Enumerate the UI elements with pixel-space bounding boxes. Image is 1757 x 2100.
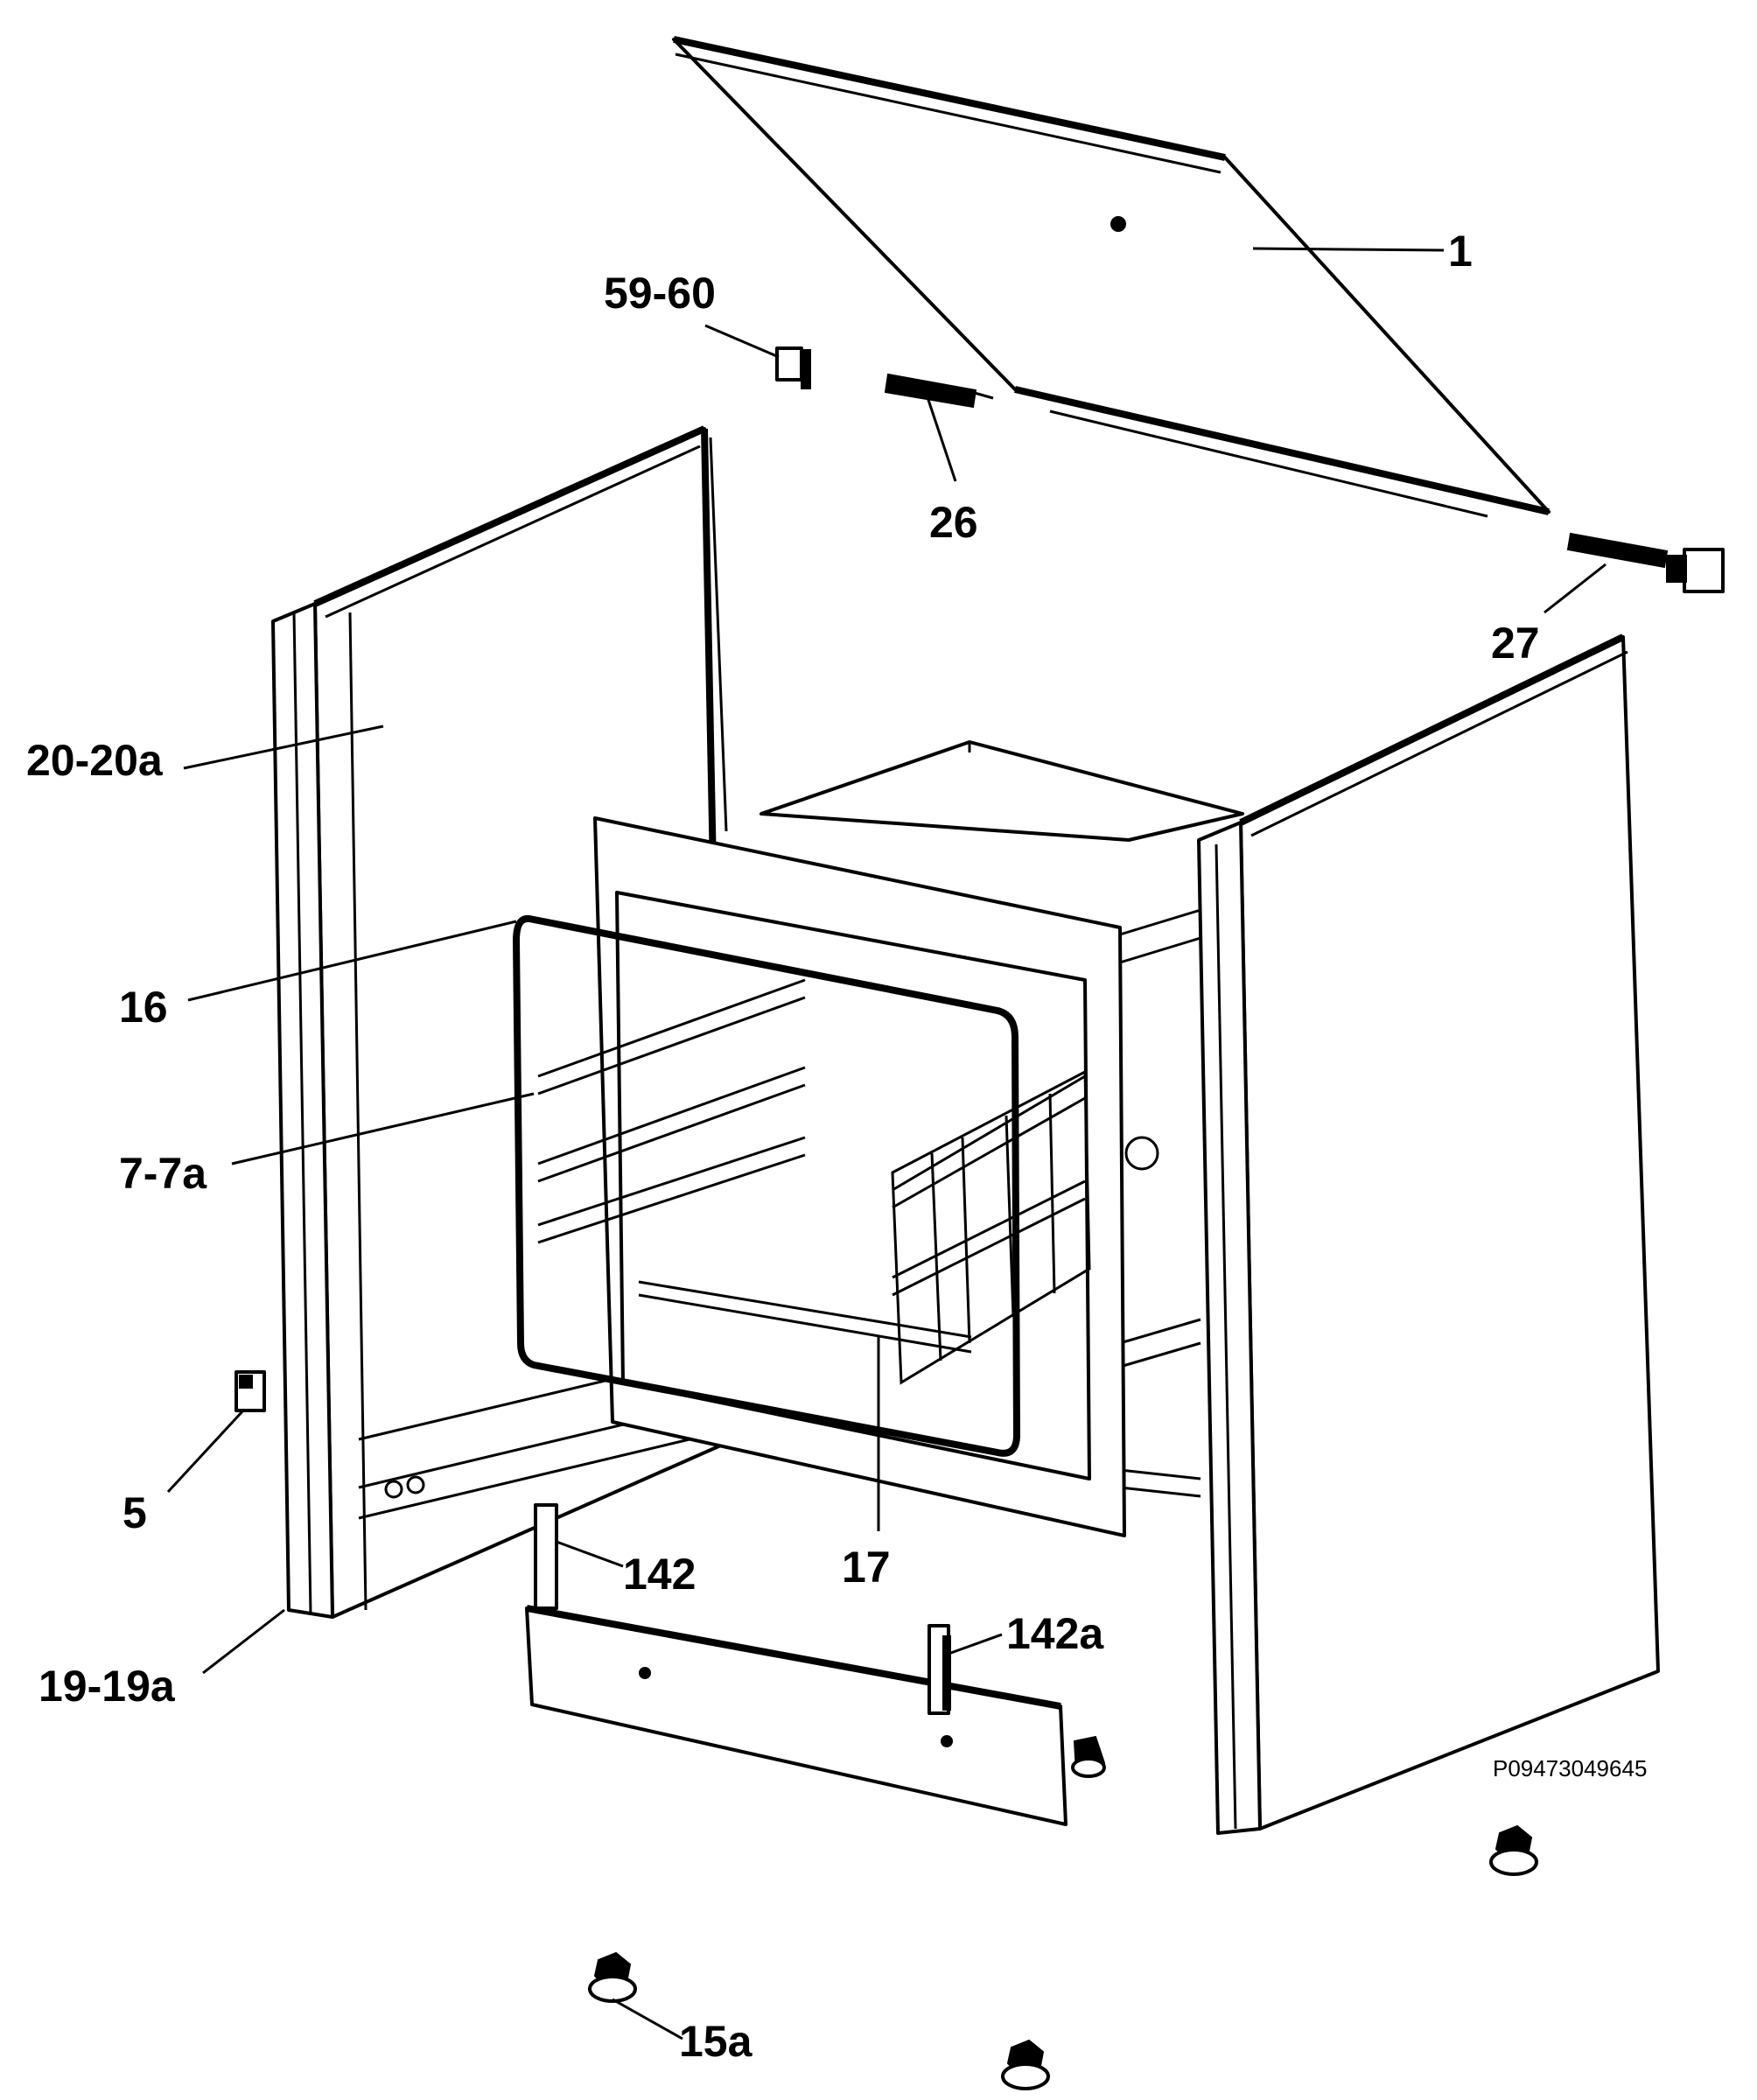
callout-labels: 1 59-60 26 27 20-20a 16 7-7a 5 142 17 19… (26, 227, 1647, 2066)
callout-142a: 142a (1006, 1609, 1104, 1658)
part-1-worktop (672, 36, 1550, 518)
callout-26: 26 (929, 498, 978, 547)
callout-7-7a: 7-7a (119, 1149, 207, 1198)
part-26-spring (884, 373, 994, 409)
oven-front-frame (593, 816, 1159, 1537)
part-59-60-clip (775, 346, 811, 389)
part-17-oven-cavity (638, 1069, 1091, 1385)
plinth-foot (1071, 1735, 1106, 1778)
callout-15a: 15a (679, 2017, 753, 2066)
part-16-door-gasket (513, 914, 1020, 1457)
callout-27: 27 (1491, 619, 1540, 668)
callout-5: 5 (122, 1488, 147, 1537)
callout-59-60: 59-60 (604, 269, 716, 318)
right-side-panel (1197, 634, 1660, 1835)
drawing-code: P09473049645 (1493, 1755, 1647, 1782)
part-15a-foot-1 (588, 1951, 637, 2003)
callout-142: 142 (623, 1550, 696, 1599)
callout-20-20a: 20-20a (26, 736, 164, 785)
callout-1: 1 (1448, 227, 1473, 276)
callout-16: 16 (119, 983, 168, 1032)
callout-19-19a: 19-19a (38, 1662, 176, 1711)
part-15a-foot-2 (1001, 2039, 1050, 2090)
part-142-plinth (525, 1503, 1106, 1826)
callout-17: 17 (842, 1543, 891, 1592)
cabinet-body (760, 740, 1244, 1498)
part-5-clip (234, 1370, 266, 1412)
part-15a-foot-3 (1489, 1824, 1538, 1876)
part-27-hinge (1566, 532, 1725, 593)
leader-lines (166, 247, 1606, 2040)
